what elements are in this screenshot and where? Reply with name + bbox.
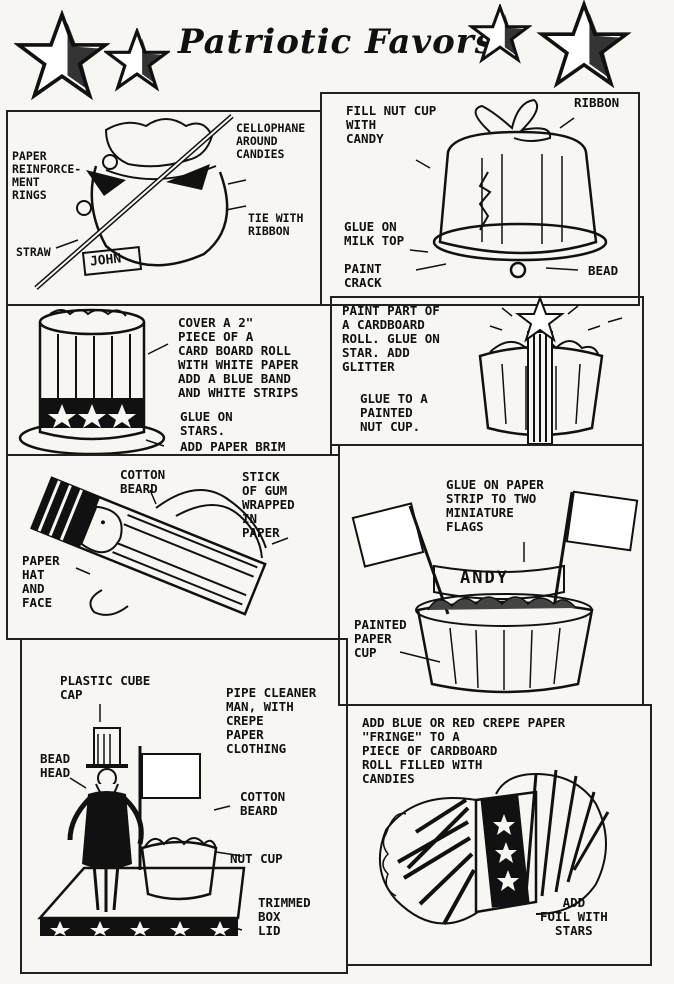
- name-tag-andy: ANDY: [460, 568, 509, 588]
- star-icon: [104, 28, 170, 92]
- label-box-lid: TRIMMED BOX LID: [258, 895, 311, 938]
- nut-cup-illustration: [409, 98, 608, 279]
- panel-crepe-fringe: [346, 704, 652, 966]
- star-icon: [468, 4, 532, 64]
- label-bead-head: BEAD HEAD: [40, 751, 71, 780]
- label-glue-stars: GLUE ON STARS.: [180, 409, 233, 438]
- label-cube-cap: PLASTIC CUBE CAP: [60, 673, 151, 702]
- star-cup-illustration: [478, 295, 623, 445]
- panel-nut-cup: [320, 92, 640, 306]
- label-cover-roll: COVER A 2" PIECE OF A CARD BOARD ROLL WI…: [178, 315, 299, 400]
- label-crepe-instructions: ADD BLUE OR RED CREPE PAPER "FRINGE" TO …: [362, 715, 566, 786]
- label-cotton-beard-2: COTTON BEARD: [240, 789, 286, 818]
- star-icon: [536, 0, 632, 89]
- pipe-cleaner-man-illustration: [37, 704, 246, 936]
- crepe-fringe-illustration: [379, 769, 610, 925]
- label-paper-brim: ADD PAPER BRIM: [180, 439, 286, 454]
- label-foil-stars: ADD FOIL WITH STARS: [540, 895, 608, 938]
- label-paint-crack: PAINT CRACK: [344, 261, 382, 290]
- label-paint-roll: PAINT PART OF A CARDBOARD ROLL. GLUE ON …: [342, 303, 440, 374]
- star-icon: [14, 10, 110, 101]
- candy-bag-illustration: [34, 114, 247, 290]
- label-bead: BEAD: [588, 263, 619, 278]
- label-tie-ribbon: TIE WITH RIBBON: [248, 211, 304, 238]
- page-title: Patriotic Favors: [178, 22, 495, 62]
- label-cotton-beard: COTTON BEARD: [120, 467, 166, 496]
- gum-stick-illustration: [30, 476, 289, 616]
- label-nut-cup: NUT CUP: [230, 851, 283, 866]
- label-glue-nut-cup: GLUE TO A PAINTED NUT CUP.: [360, 391, 428, 434]
- label-glue-milk-top: GLUE ON MILK TOP: [344, 219, 405, 248]
- label-reinforcement-rings: PAPER REINFORCE- MENT RINGS: [12, 149, 82, 202]
- label-ribbon: RIBBON: [574, 95, 620, 110]
- label-paper-hat-face: PAPER HAT AND FACE: [22, 553, 60, 610]
- flag-cup-illustration: [351, 490, 639, 694]
- label-pipe-cleaner: PIPE CLEANER MAN, WITH CREPE PAPER CLOTH…: [226, 685, 317, 756]
- label-paper-strip: GLUE ON PAPER STRIP TO TWO MINIATURE FLA…: [446, 477, 544, 534]
- label-fill-cup: FILL NUT CUP WITH CANDY: [346, 103, 437, 146]
- label-cellophane: CELLOPHANE AROUND CANDIES: [236, 121, 306, 161]
- label-painted-cup: PAINTED PAPER CUP: [354, 617, 407, 660]
- label-straw: STRAW: [16, 245, 51, 259]
- label-gum-wrapped: STICK OF GUM WRAPPED IN PAPER: [242, 469, 295, 540]
- top-hat-illustration: [18, 308, 169, 456]
